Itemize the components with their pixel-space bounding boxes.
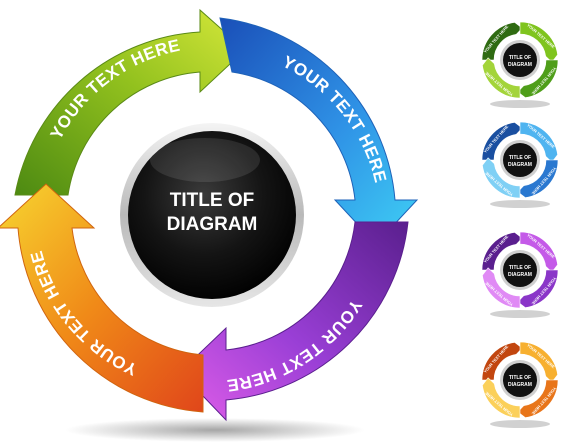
variant-title-line1: TITLE OF [509,155,531,161]
diagram-shadow [65,418,365,442]
variant-hub [503,363,537,397]
variant-segment [481,122,523,161]
segment-arrow-green [14,8,246,196]
variant-segment [482,377,521,419]
variant-shadow [490,310,550,318]
variant-segment [517,159,559,198]
variant-segment [481,232,523,271]
diagram-title-line1: TITLE OF [170,190,254,211]
variant-shadow [490,200,550,208]
variant-title-line2: DIAGRAM [508,272,532,278]
variant-segment [517,269,559,308]
variant-segment [519,341,558,383]
hub-disc [128,131,296,299]
variant-hub [503,143,537,177]
segment-arrow-blue [219,17,419,245]
variant-shadow [490,100,550,108]
variant-segment [519,121,558,163]
variant-segment [482,267,521,309]
variant-title-line1: TITLE OF [509,55,531,61]
variant-segment [481,342,523,381]
variant-segment [519,21,558,63]
variant-segment [517,379,559,418]
variant-segment [482,157,521,199]
variant-segment [482,57,521,99]
variant-title-line1: TITLE OF [509,375,531,381]
variant-segment [517,59,559,98]
variant-hub [503,43,537,77]
variant-title-line2: DIAGRAM [508,162,532,168]
variant-hub [503,253,537,287]
variant-shadow [490,420,550,428]
segment-arrow-orange [0,183,204,413]
variant-segment [481,22,523,61]
segment-arrow-purple [179,221,409,422]
diagram-title-line2: DIAGRAM [167,214,258,235]
variant-title-line1: TITLE OF [509,265,531,271]
variant-title-line2: DIAGRAM [508,62,532,68]
variant-title-line2: DIAGRAM [508,382,532,388]
hub-highlight [150,138,260,182]
variant-segment [519,231,558,273]
